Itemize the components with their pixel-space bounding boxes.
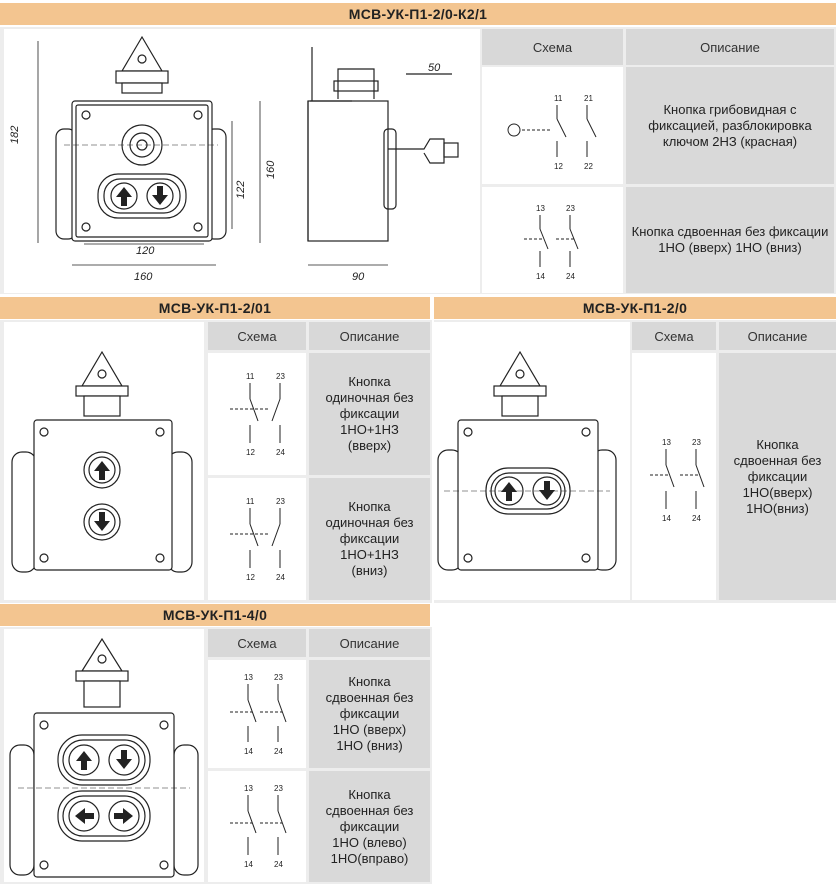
scheme-cell: 11 23 12 24 bbox=[208, 478, 306, 600]
wiring-scheme-1no-1nz: 11 23 12 24 bbox=[230, 372, 285, 457]
svg-text:12: 12 bbox=[246, 448, 255, 457]
svg-text:22: 22 bbox=[584, 162, 593, 171]
svg-text:13: 13 bbox=[244, 784, 253, 793]
svg-text:11: 11 bbox=[246, 372, 255, 381]
svg-text:24: 24 bbox=[276, 573, 285, 582]
svg-text:13: 13 bbox=[536, 204, 545, 213]
dim-height-182: 182 bbox=[9, 126, 21, 144]
col-header-scheme: Схема bbox=[482, 29, 623, 65]
description-cell: Кнопка сдвоенная без фиксации 1НО(вверх)… bbox=[719, 353, 836, 600]
description-cell: Кнопка сдвоенная без фиксации 1НО (влево… bbox=[309, 771, 430, 882]
svg-text:24: 24 bbox=[274, 860, 283, 869]
dim-width-160: 160 bbox=[134, 271, 153, 283]
svg-text:24: 24 bbox=[274, 747, 283, 756]
scheme-cell: 13 23 14 24 bbox=[632, 353, 716, 600]
svg-text:21: 21 bbox=[584, 94, 593, 103]
section-title-k2: МСВ-УК-П1-2/0-К2/1 bbox=[0, 3, 836, 25]
svg-text:14: 14 bbox=[244, 860, 253, 869]
svg-text:24: 24 bbox=[692, 514, 701, 523]
col-header-description: Описание bbox=[309, 322, 430, 350]
enclosure-drawing-k2: 182 160 122 120 160 bbox=[4, 29, 480, 293]
svg-text:24: 24 bbox=[276, 448, 285, 457]
wiring-scheme-dual-no: 13 23 14 24 bbox=[230, 673, 287, 756]
description-cell: Кнопка одиночная без фиксации 1НО+1НЗ (в… bbox=[309, 478, 430, 600]
dim-width-120: 120 bbox=[136, 245, 155, 257]
enclosure-drawing-2-0 bbox=[434, 322, 630, 600]
col-header-scheme: Схема bbox=[632, 322, 716, 350]
svg-text:23: 23 bbox=[276, 372, 285, 381]
svg-text:13: 13 bbox=[244, 673, 253, 682]
svg-text:23: 23 bbox=[692, 438, 701, 447]
col-header-scheme: Схема bbox=[208, 322, 306, 350]
wiring-scheme-mushroom-2nz: 11 21 12 22 bbox=[507, 94, 597, 171]
wiring-scheme-1no-1nz: 11 23 12 24 bbox=[230, 497, 285, 582]
svg-text:14: 14 bbox=[662, 514, 671, 523]
svg-text:12: 12 bbox=[246, 573, 255, 582]
svg-text:23: 23 bbox=[276, 497, 285, 506]
scheme-cell: 11 21 12 22 bbox=[482, 67, 623, 184]
enclosure-drawing-4-0 bbox=[4, 629, 204, 882]
col-header-scheme: Схема bbox=[208, 629, 306, 657]
description-cell: Кнопка сдвоенная без фиксации 1НО (вверх… bbox=[626, 187, 834, 293]
col-header-description: Описание bbox=[626, 29, 834, 65]
scheme-cell: 13 23 14 24 bbox=[482, 187, 623, 293]
svg-text:23: 23 bbox=[274, 784, 283, 793]
wiring-scheme-dual-no: 13 23 14 24 bbox=[524, 204, 579, 281]
scheme-cell: 13 23 14 24 bbox=[208, 771, 306, 882]
svg-text:13: 13 bbox=[662, 438, 671, 447]
svg-text:23: 23 bbox=[566, 204, 575, 213]
dim-height-160: 160 bbox=[265, 160, 277, 179]
section-title-2-01: МСВ-УК-П1-2/01 bbox=[0, 297, 430, 319]
enclosure-drawing-2-01 bbox=[4, 322, 204, 600]
svg-text:11: 11 bbox=[554, 94, 563, 103]
description-cell: Кнопка одиночная без фиксации 1НО+1НЗ (в… bbox=[309, 353, 430, 475]
col-header-description: Описание bbox=[309, 629, 430, 657]
dim-key-50: 50 bbox=[428, 62, 441, 74]
description-cell: Кнопка сдвоенная без фиксации 1НО (вверх… bbox=[309, 660, 430, 768]
dim-height-122: 122 bbox=[235, 181, 247, 199]
wiring-scheme-dual-no: 13 23 14 24 bbox=[230, 784, 287, 869]
scheme-cell: 11 23 12 24 bbox=[208, 353, 306, 475]
scheme-cell: 13 23 14 24 bbox=[208, 660, 306, 768]
wiring-scheme-dual-no: 13 23 14 24 bbox=[650, 438, 705, 523]
section-title-4-0: МСВ-УК-П1-4/0 bbox=[0, 604, 430, 626]
svg-text:24: 24 bbox=[566, 272, 575, 281]
description-cell: Кнопка грибовидная с фиксацией, разблоки… bbox=[626, 67, 834, 184]
section-title-2-0: МСВ-УК-П1-2/0 bbox=[434, 297, 836, 319]
col-header-description: Описание bbox=[719, 322, 836, 350]
svg-text:23: 23 bbox=[274, 673, 283, 682]
svg-text:14: 14 bbox=[536, 272, 545, 281]
svg-text:12: 12 bbox=[554, 162, 563, 171]
svg-text:11: 11 bbox=[246, 497, 255, 506]
dim-depth-90: 90 bbox=[352, 271, 365, 283]
svg-text:14: 14 bbox=[244, 747, 253, 756]
